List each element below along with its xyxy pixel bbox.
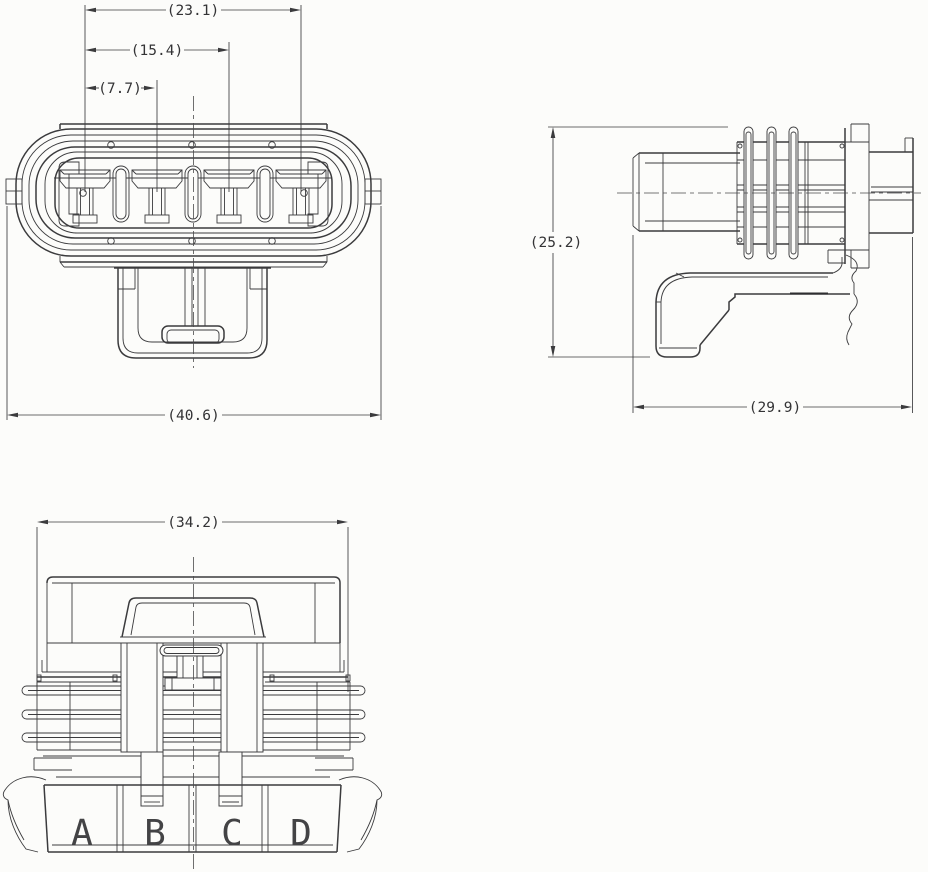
terminal-c [198, 169, 260, 224]
side-bracket [655, 254, 858, 358]
dim-label-23-1: (23.1) [167, 3, 219, 19]
bottom-cavity-block [43, 784, 342, 853]
terminal-d [270, 169, 332, 224]
cavity-label-a: A [71, 813, 93, 854]
cavity-label-d: D [290, 813, 312, 854]
front-mounting-bracket [114, 267, 271, 359]
front-side-tabs [5, 178, 382, 205]
side-view: (25.2) (29.9) [530, 123, 921, 416]
front-retainer-clips [58, 161, 329, 227]
dim-label-7-7: (7.7) [98, 81, 142, 97]
dim-label-34-2: (34.2) [167, 515, 219, 531]
bottom-lock-posts [120, 642, 264, 807]
bottom-view: A B C D (34.2) [2, 515, 383, 871]
front-view: (23.1) (15.4) (7.7) (40.6) [5, 3, 382, 424]
cavity-label-c: C [221, 813, 243, 854]
front-terminals [54, 169, 332, 224]
side-nose [632, 152, 740, 232]
dim-label-29-9: (29.9) [749, 400, 801, 416]
bottom-top-band [37, 576, 348, 678]
bottom-dimensions: (34.2) [36, 515, 349, 692]
bottom-hood [117, 597, 269, 644]
side-flange [827, 123, 870, 269]
side-rear-block [869, 137, 914, 234]
front-seal-holes [79, 141, 308, 245]
dim-label-15-4: (15.4) [131, 43, 183, 59]
front-dimensions: (23.1) (15.4) (7.7) (40.6) [6, 3, 382, 424]
side-dimensions: (25.2) (29.9) [530, 126, 913, 416]
cavity-label-b: B [144, 813, 166, 854]
dim-label-25-2: (25.2) [530, 235, 582, 251]
front-keying-slots [112, 165, 274, 223]
bottom-center-latch [159, 644, 224, 691]
bottom-cavity-labels: A B C D [71, 813, 312, 854]
bottom-wings [2, 776, 383, 853]
dim-label-40-6: (40.6) [167, 408, 219, 424]
